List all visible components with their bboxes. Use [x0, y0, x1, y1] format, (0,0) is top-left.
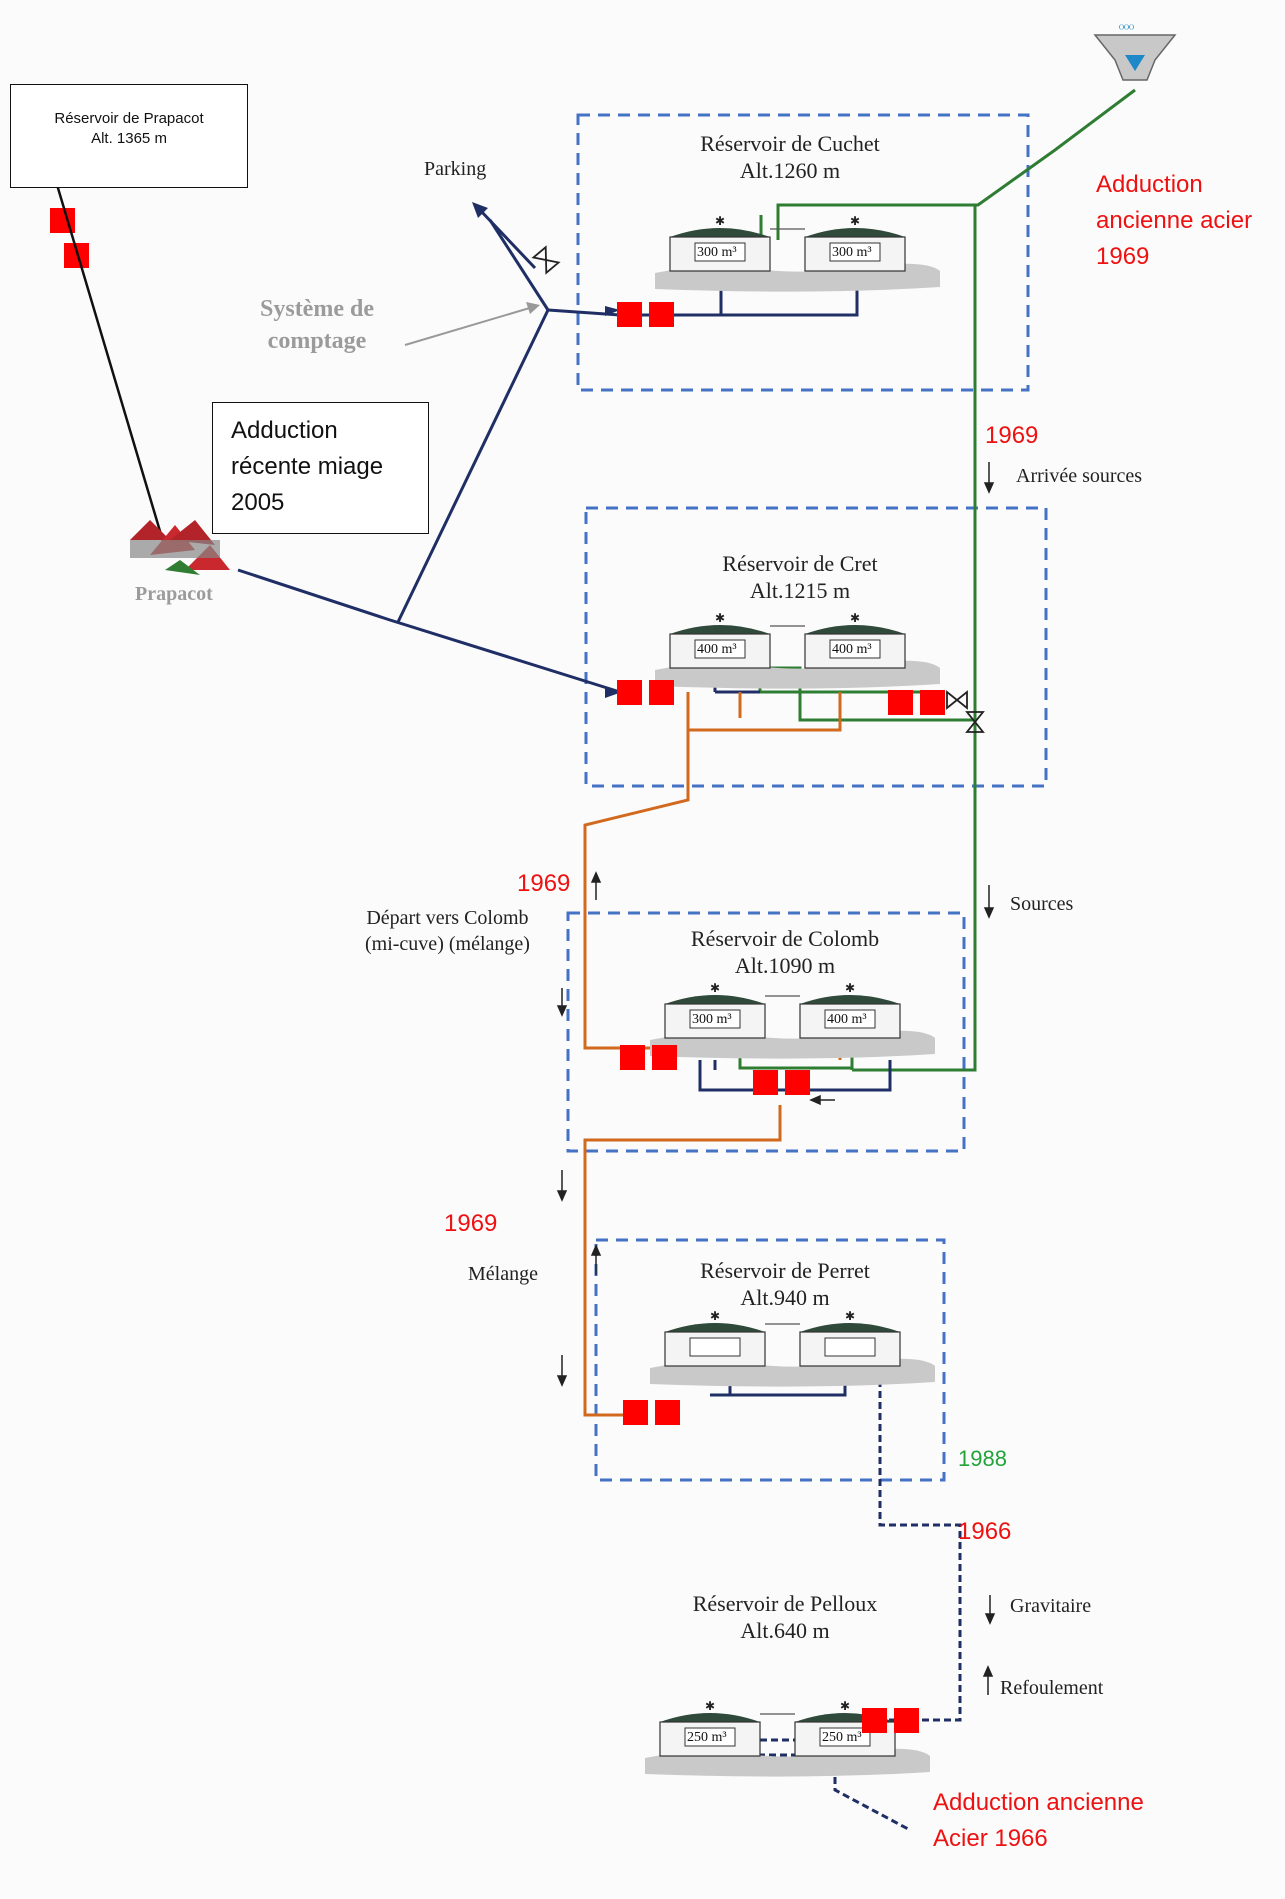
reservoir-cret-name: Réservoir de Cret [722, 551, 878, 576]
adduction-ancienne-1969-line1: Adduction [1096, 171, 1203, 198]
year-1969-annotation-b: 1969 [517, 870, 571, 897]
depart-colomb-line2: (mi-cuve) (mélange) [365, 933, 530, 955]
reservoir-cret-alt: Alt.1215 m [749, 578, 851, 603]
adduction-ancienne-1969-line3: 1969 [1096, 243, 1150, 270]
cret-tank1-capacity: 400 m³ [697, 642, 737, 657]
sources-label: Sources [1010, 893, 1074, 915]
melange-label: Mélange [468, 1263, 538, 1285]
year-1969-annotation-c: 1969 [444, 1210, 498, 1237]
reservoir-colomb-title: Réservoir de Colomb Alt.1090 m [665, 925, 905, 979]
reservoir-perret-alt: Alt.940 m [740, 1285, 830, 1310]
arrivee-sources-label: Arrivée sources [1016, 465, 1143, 487]
reservoir-cret-title: Réservoir de Cret Alt.1215 m [690, 550, 910, 604]
year-1969-annotation-a: 1969 [985, 422, 1039, 449]
reservoir-perret-title: Réservoir de Perret Alt.940 m [670, 1257, 900, 1311]
systeme-comptage-line2: comptage [267, 328, 367, 354]
depart-colomb-line1: Départ vers Colomb [366, 907, 529, 929]
pelloux-tank2-capacity: 250 m³ [822, 1730, 862, 1745]
reservoir-perret-name: Réservoir de Perret [700, 1258, 870, 1283]
cuchet-tank2-capacity: 300 m³ [832, 245, 872, 260]
adduction-ancienne-1969-line2: ancienne acier [1096, 207, 1253, 234]
prapacot-reservoir-name: Réservoir de Prapacot [54, 110, 204, 127]
colomb-tank1-capacity: 300 m³ [692, 1012, 732, 1027]
prapacot-village-label: Prapacot [135, 583, 213, 605]
reservoir-pelloux-name: Réservoir de Pelloux [692, 1591, 878, 1616]
adduction-ancienne-1969-annotation: Adduction ancienne acier 1969 [1096, 167, 1252, 275]
frame-colomb [566, 911, 966, 1153]
reservoir-cuchet-alt: Alt.1260 m [739, 158, 841, 183]
cret-tank2-capacity: 400 m³ [832, 642, 872, 657]
reservoir-cuchet-title: Réservoir de Cuchet Alt.1260 m [680, 130, 900, 184]
adduction-recente-box: Adduction récente miage 2005 [212, 402, 429, 534]
adduction-ancienne-1966-annotation: Adduction ancienne Acier 1966 [933, 1785, 1144, 1857]
parking-label: Parking [424, 158, 487, 180]
gravitaire-label: Gravitaire [1010, 1595, 1092, 1617]
reservoir-pelloux-title: Réservoir de Pelloux Alt.640 m [670, 1590, 900, 1644]
reservoir-cuchet-name: Réservoir de Cuchet [700, 131, 880, 156]
svg-text:ᴼᴼᴼ: ᴼᴼᴼ [1119, 22, 1134, 36]
prapacot-reservoir-box: Réservoir de Prapacot Alt. 1365 m [10, 84, 248, 188]
cuchet-tank1-capacity: 300 m³ [697, 245, 737, 260]
reservoir-pelloux-alt: Alt.640 m [740, 1618, 830, 1643]
pelloux-tank1-capacity: 250 m³ [687, 1730, 727, 1745]
adduction-recente-line2: récente miage [231, 453, 384, 480]
reservoir-colomb-alt: Alt.1090 m [734, 953, 836, 978]
systeme-comptage-line1: Système de [260, 296, 374, 322]
adduction-ancienne-1966-line2: Acier 1966 [933, 1825, 1048, 1852]
frame-perret [594, 1238, 946, 1482]
refoulement-label: Refoulement [1000, 1677, 1104, 1699]
adduction-recente-line3: 2005 [231, 489, 285, 516]
prapacot-reservoir-alt: Alt. 1365 m [91, 130, 167, 147]
year-1988-annotation: 1988 [958, 1446, 1007, 1471]
adduction-recente-line1: Adduction [231, 417, 338, 444]
year-1966-annotation: 1966 [958, 1518, 1012, 1545]
reservoir-colomb-name: Réservoir de Colomb [690, 926, 880, 951]
frame-cret [584, 506, 1048, 788]
depart-colomb-label: Départ vers Colomb (mi-cuve) (mélange) [365, 905, 530, 957]
colomb-tank2-capacity: 400 m³ [827, 1012, 867, 1027]
systeme-comptage-label: Système de comptage [260, 293, 374, 357]
adduction-ancienne-1966-line1: Adduction ancienne [933, 1789, 1144, 1816]
frame-cuchet [576, 113, 1030, 392]
